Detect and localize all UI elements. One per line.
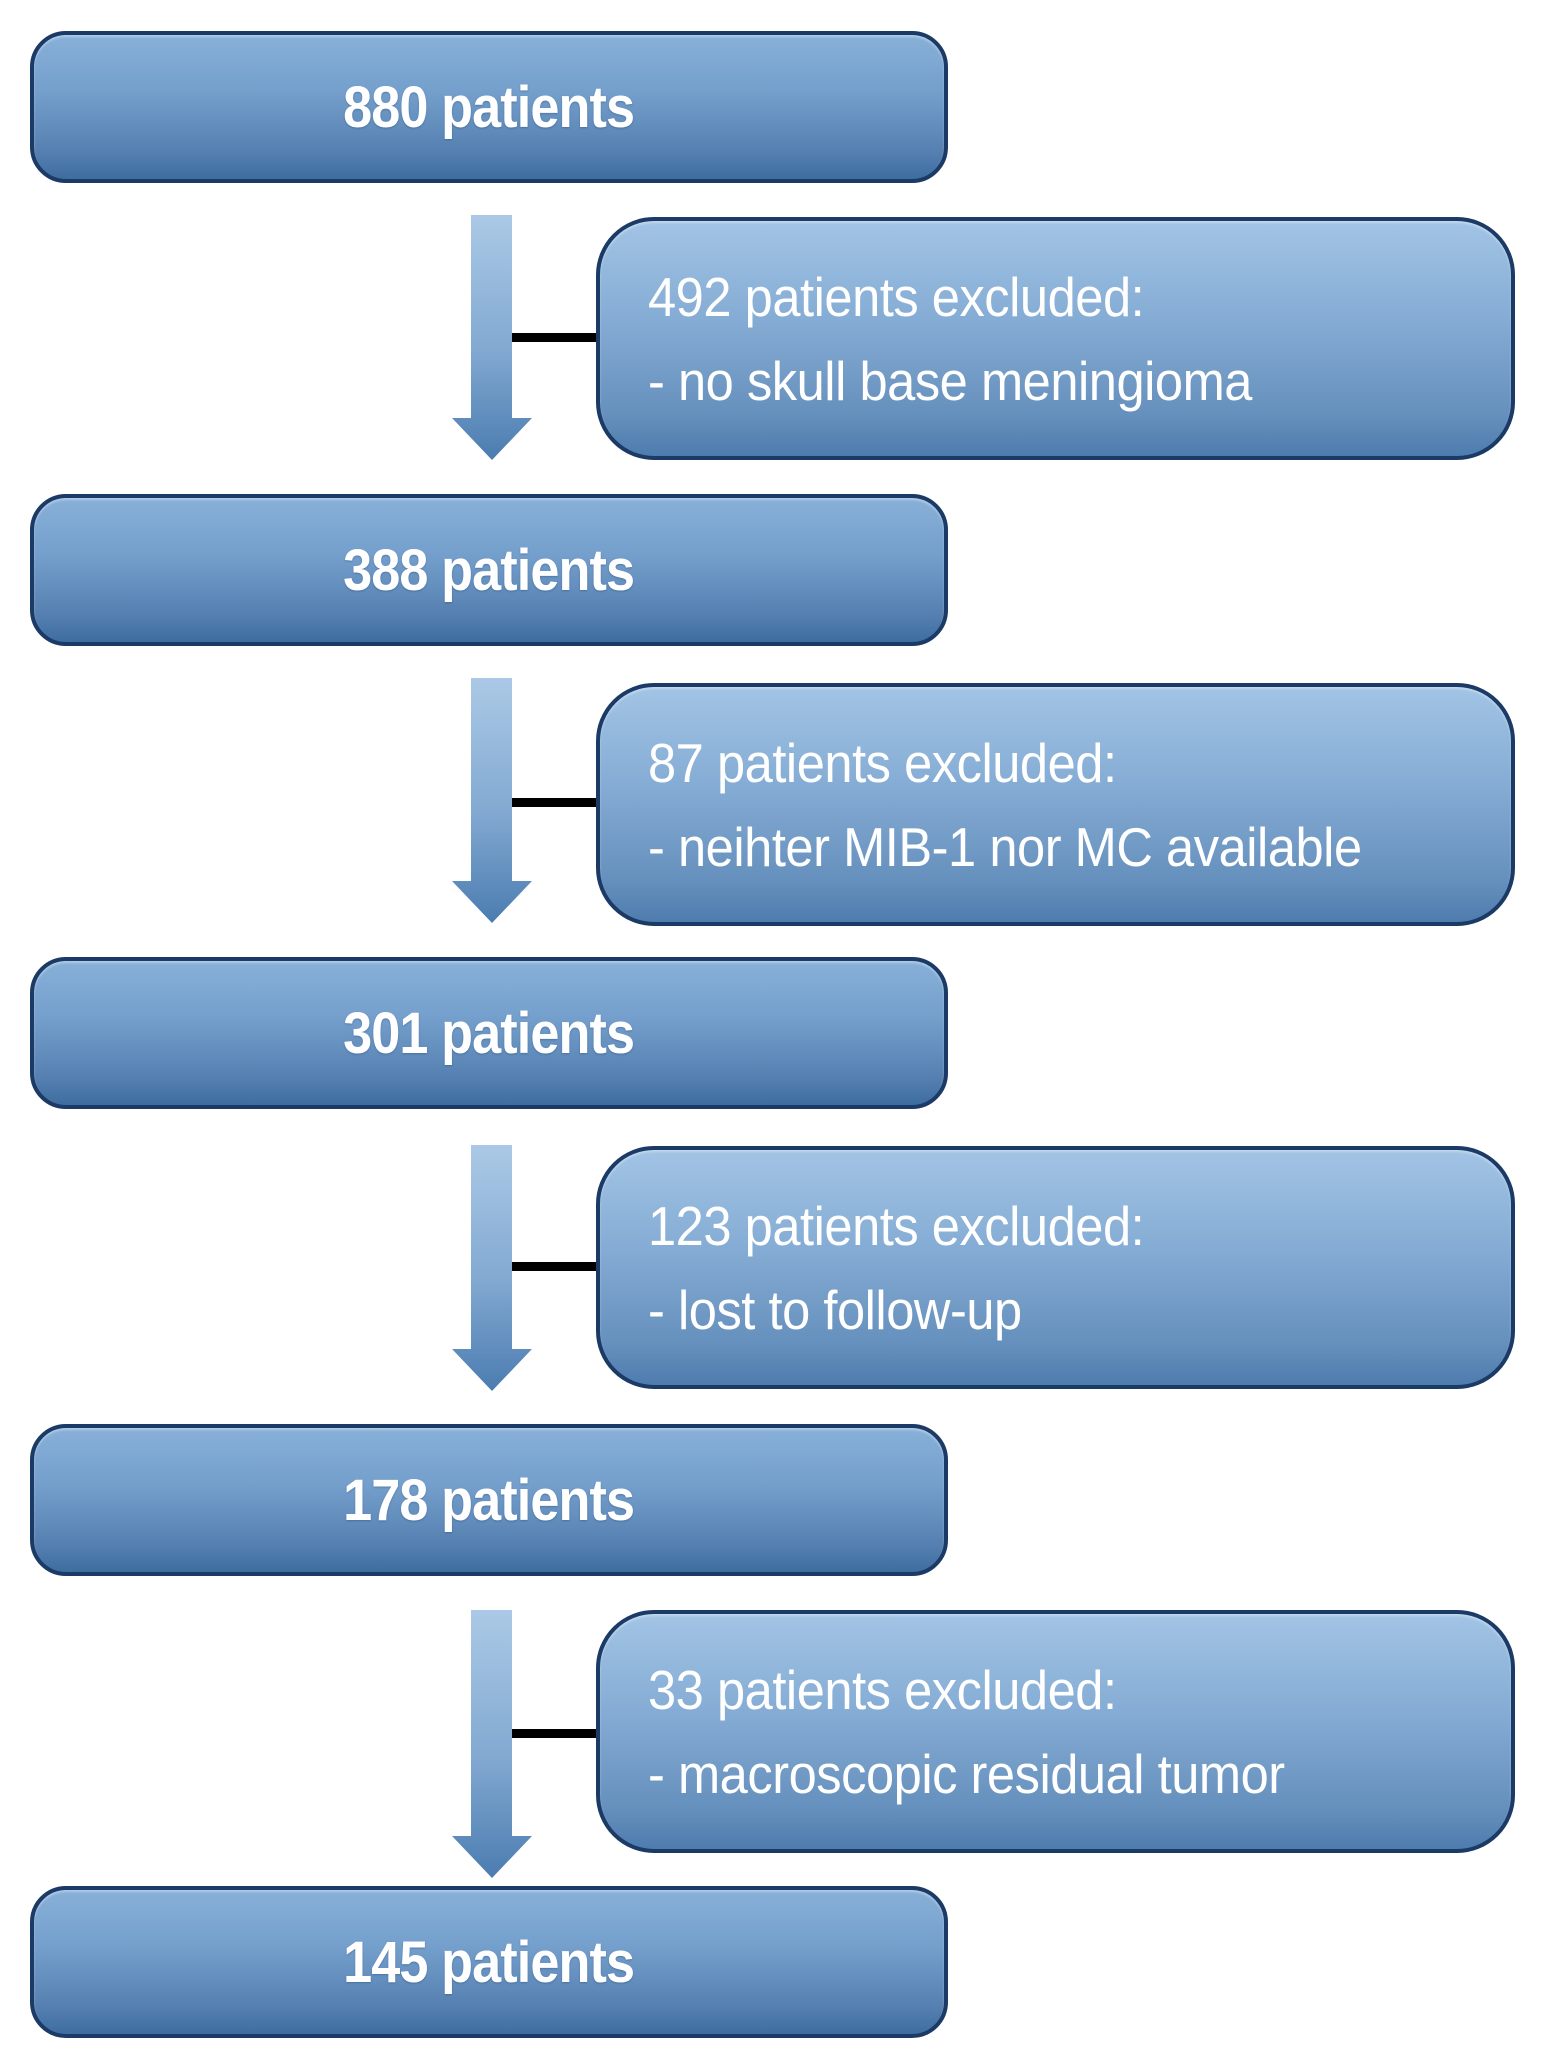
- exclusion-box-4: 33 patients excluded: - macroscopic resi…: [596, 1610, 1515, 1853]
- exclusion-reason-text: - macroscopic residual tumor: [648, 1742, 1285, 1805]
- patient-count-label: 301 patients: [343, 1000, 636, 1066]
- exclusion-reason-text: - neihter MIB-1 nor MC available: [648, 815, 1362, 878]
- patient-count-label: 880 patients: [343, 74, 636, 140]
- connector-line-3: [500, 1262, 610, 1271]
- exclusion-count-text: 123 patients excluded:: [648, 1194, 1145, 1257]
- down-arrow-4: [452, 1610, 532, 1878]
- exclusion-box-3: 123 patients excluded: - lost to follow-…: [596, 1146, 1515, 1389]
- patient-count-label: 388 patients: [343, 537, 636, 603]
- exclusion-box-2: 87 patients excluded: - neihter MIB-1 no…: [596, 683, 1515, 926]
- exclusion-count-text: 492 patients excluded:: [648, 265, 1145, 328]
- connector-line-1: [500, 333, 610, 342]
- flow-step-box-1: 880 patients: [30, 31, 948, 183]
- patient-count-label: 178 patients: [343, 1467, 636, 1533]
- connector-line-4: [500, 1729, 610, 1738]
- exclusion-reason-text: - lost to follow-up: [648, 1278, 1022, 1341]
- flow-step-box-5: 145 patients: [30, 1886, 948, 2038]
- flow-step-box-3: 301 patients: [30, 957, 948, 1109]
- exclusion-count-text: 87 patients excluded:: [648, 731, 1117, 794]
- connector-line-2: [500, 798, 610, 807]
- flow-step-box-2: 388 patients: [30, 494, 948, 646]
- exclusion-box-1: 492 patients excluded: - no skull base m…: [596, 217, 1515, 460]
- exclusion-count-text: 33 patients excluded:: [648, 1658, 1117, 1721]
- patient-count-label: 145 patients: [343, 1929, 636, 1995]
- flow-step-box-4: 178 patients: [30, 1424, 948, 1576]
- exclusion-reason-text: - no skull base meningioma: [648, 349, 1252, 412]
